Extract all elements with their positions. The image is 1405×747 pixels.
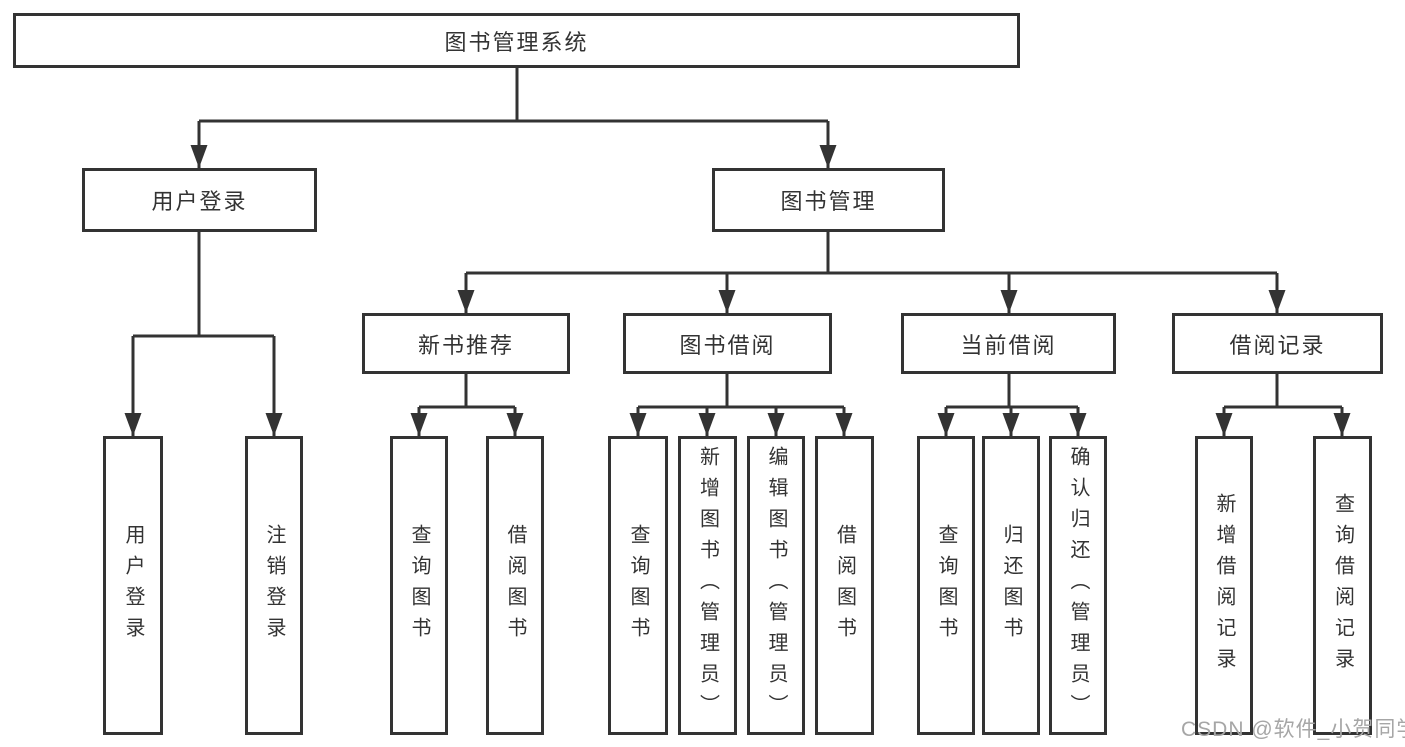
leaf-label: 注销登录 <box>263 523 285 648</box>
arrow-down-icon <box>506 413 524 436</box>
arrow-down-icon <box>1000 290 1018 313</box>
leaf-label: 新增图书（管理员） <box>696 446 719 725</box>
connector-lines <box>131 68 1344 436</box>
leaf-label: 查询借阅记录 <box>1331 492 1354 679</box>
node-borrowing-records: 借阅记录 <box>1172 313 1383 374</box>
leaf-add-book-admin: 新增图书（管理员） <box>678 436 737 735</box>
node-current-borrowing: 当前借阅 <box>901 313 1116 374</box>
csdn-watermark: CSDN @软件_小贺同学 <box>1181 718 1405 741</box>
arrow-down-icon <box>410 413 428 436</box>
leaf-label: 查询图书 <box>627 523 649 648</box>
leaf-label: 归还图书 <box>1000 523 1022 648</box>
leaf-label: 确认归还（管理员） <box>1067 446 1089 725</box>
arrow-down-icon <box>1215 413 1233 436</box>
arrow-down-icon <box>835 413 853 436</box>
arrow-down-icon <box>124 413 142 436</box>
leaf-label: 编辑图书（管理员） <box>765 446 787 725</box>
arrow-down-icon <box>1002 413 1020 436</box>
node-book-management: 图书管理 <box>712 168 945 232</box>
leaf-label: 借阅图书 <box>504 523 526 648</box>
leaf-return-books: 归还图书 <box>982 436 1040 735</box>
leaf-label: 查询图书 <box>935 523 957 648</box>
arrow-down-icon <box>265 413 283 436</box>
arrow-down-icon <box>767 413 785 436</box>
arrow-down-icon <box>1268 290 1286 313</box>
arrow-down-icon <box>698 413 716 436</box>
leaf-edit-book-admin: 编辑图书（管理员） <box>747 436 805 735</box>
leaf-borrow-books-borrowing: 借阅图书 <box>815 436 874 735</box>
leaf-add-borrow-record: 新增借阅记录 <box>1195 436 1253 735</box>
leaf-label: 查询图书 <box>408 523 430 648</box>
leaf-user-login: 用户登录 <box>103 436 163 735</box>
arrow-down-icon <box>1333 413 1351 436</box>
node-user-login-branch: 用户登录 <box>82 168 317 232</box>
arrow-down-icon <box>457 290 475 313</box>
leaf-query-books-recommend: 查询图书 <box>390 436 448 735</box>
node-new-book-recommend: 新书推荐 <box>362 313 570 374</box>
leaf-logout: 注销登录 <box>245 436 303 735</box>
leaf-borrow-books-recommend: 借阅图书 <box>486 436 544 735</box>
leaf-label: 借阅图书 <box>833 523 856 648</box>
arrow-down-icon <box>1069 413 1087 436</box>
node-library-management-system: 图书管理系统 <box>13 13 1020 68</box>
arrow-down-icon <box>629 413 647 436</box>
leaf-confirm-return-admin: 确认归还（管理员） <box>1049 436 1107 735</box>
leaf-label: 新增借阅记录 <box>1213 492 1235 679</box>
leaf-label: 用户登录 <box>122 523 144 648</box>
arrow-down-icon <box>937 413 955 436</box>
node-book-borrowing: 图书借阅 <box>623 313 832 374</box>
leaf-query-books-borrowing: 查询图书 <box>608 436 668 735</box>
leaf-query-borrow-record: 查询借阅记录 <box>1313 436 1372 735</box>
arrow-down-icon <box>718 290 736 313</box>
arrow-down-icon <box>819 145 837 168</box>
arrow-down-icon <box>190 145 208 168</box>
leaf-query-books-current: 查询图书 <box>917 436 975 735</box>
